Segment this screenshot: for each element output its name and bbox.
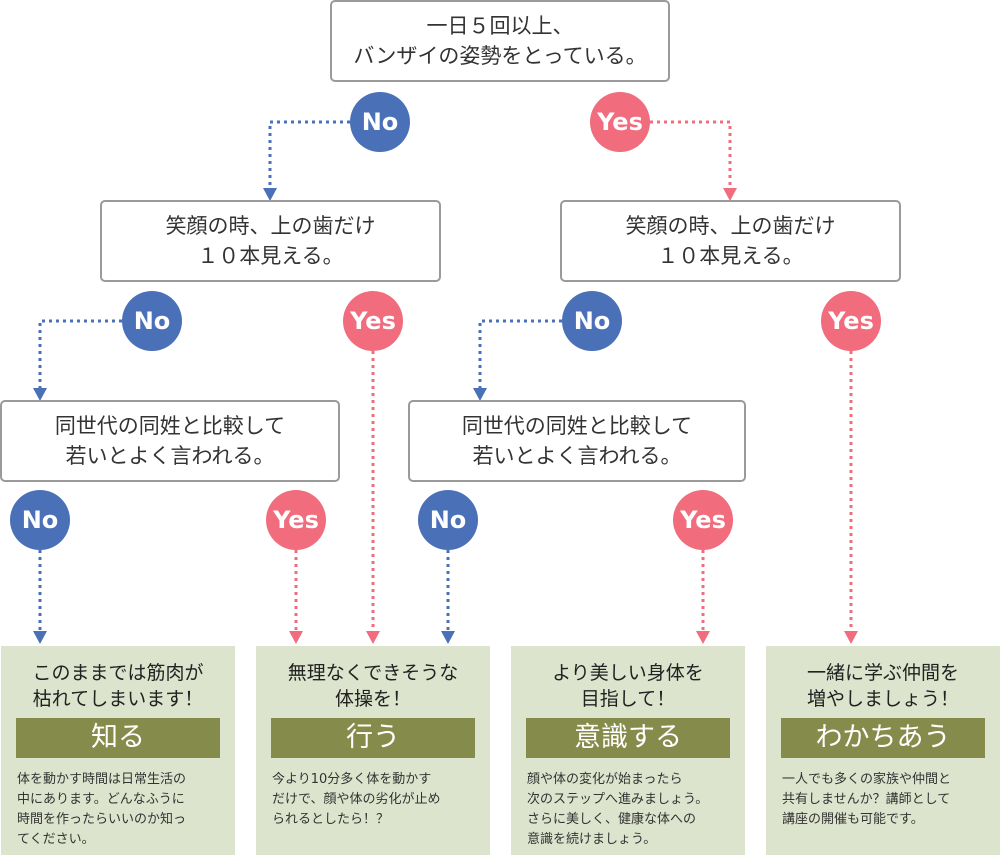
result-2-title-line1: 無理なくできそうな (287, 662, 459, 684)
result-2-desc-line: だけで、顔や体の劣化が止め (272, 792, 441, 807)
question-2-left-line2: １０本見える。 (197, 244, 344, 268)
answer-yes-q2-left: Yes (343, 291, 403, 351)
result-1-title-line1: このままでは筋肉が (32, 662, 204, 684)
result-2-description: 今より10分多く体を動かす だけで、顔や体の劣化が止め られるとしたら！？ (272, 770, 482, 830)
result-1-title: このままでは筋肉が 枯れてしまいます！ (1, 660, 235, 712)
answer-yes-q2-right: Yes (821, 291, 881, 351)
result-3-desc-line: 意識を続けましょう。 (527, 832, 657, 847)
result-box-2: 無理なくできそうな 体操を！ 行う 今より10分多く体を動かす だけで、顔や体の… (256, 646, 490, 855)
question-2-right: 笑顔の時、上の歯だけ １０本見える。 (560, 200, 901, 282)
question-2-right-line1: 笑顔の時、上の歯だけ (625, 214, 836, 238)
question-1: 一日５回以上、 バンザイの姿勢をとっている。 (330, 0, 670, 82)
result-1-label: 知る (16, 718, 220, 758)
result-1-desc-line: 体を動かす時間は日常生活の (17, 772, 187, 787)
question-2-right-line2: １０本見える。 (657, 244, 804, 268)
result-3-title: より美しい身体を 目指して！ (511, 660, 745, 712)
result-1-desc-line: てください。 (17, 832, 95, 847)
result-3-description: 顔や体の変化が始まったら 次のステップへ進みましょう。 さらに美しく、健康な体へ… (527, 770, 737, 850)
question-2-left-line1: 笑顔の時、上の歯だけ (165, 214, 376, 238)
answer-no-q3-left: No (10, 490, 70, 550)
arrowhead-icon (441, 631, 455, 644)
question-3-left-line2: 若いとよく言われる。 (65, 444, 275, 468)
answer-no-q2-right: No (562, 291, 622, 351)
arrowhead-icon (473, 388, 487, 401)
result-3-title-line2: 目指して！ (580, 688, 676, 710)
result-box-4: 一緒に学ぶ仲間を 増やしましょう！ わかちあう 一人でも多くの家族や仲間と 共有… (766, 646, 1000, 855)
result-2-title: 無理なくできそうな 体操を！ (256, 660, 490, 712)
connector-q2r-no (478, 319, 562, 390)
answer-no-q2-left: No (122, 291, 182, 351)
result-2-title-line2: 体操を！ (334, 688, 411, 710)
result-1-title-line2: 枯れてしまいます！ (32, 688, 204, 710)
result-box-1: このままでは筋肉が 枯れてしまいます！ 知る 体を動かす時間は日常生活の 中にあ… (1, 646, 235, 855)
result-4-desc-line: 共有しませんか？講師として (782, 792, 951, 807)
result-4-title-line1: 一緒に学ぶ仲間を (806, 662, 959, 684)
question-1-line2: バンザイの姿勢をとっている。 (353, 44, 647, 68)
question-1-line1: 一日５回以上、 (426, 14, 574, 38)
result-2-label: 行う (271, 718, 475, 758)
result-4-title: 一緒に学ぶ仲間を 増やしましょう！ (766, 660, 1000, 712)
result-box-3: より美しい身体を 目指して！ 意識する 顔や体の変化が始まったら 次のステップへ… (511, 646, 745, 855)
answer-yes-q3-right: Yes (673, 490, 733, 550)
arrowhead-icon (289, 631, 303, 644)
connector-q2l-no (38, 319, 122, 390)
result-4-title-line2: 増やしましょう！ (806, 688, 959, 710)
arrowhead-icon (696, 631, 710, 644)
arrowhead-icon (723, 188, 737, 201)
arrowhead-icon (844, 631, 858, 644)
answer-no-q3-right: No (418, 490, 478, 550)
arrowhead-icon (33, 631, 47, 644)
result-4-desc-line: 一人でも多くの家族や仲間と (782, 772, 952, 787)
result-3-desc-line: さらに美しく、健康な体への (527, 812, 697, 827)
question-3-right-line2: 若いとよく言われる。 (472, 444, 682, 468)
result-1-desc-line: 時間を作ったらいいのか知っ (17, 812, 187, 827)
answer-yes-q3-left: Yes (266, 490, 326, 550)
arrowhead-icon (263, 188, 277, 201)
result-3-desc-line: 次のステップへ進みましょう。 (527, 792, 709, 807)
result-3-title-line1: より美しい身体を (552, 662, 704, 684)
result-2-desc-line: られるとしたら！？ (272, 812, 390, 827)
result-1-desc-line: 中にあります。どんなふうに (17, 792, 185, 807)
question-3-left-line1: 同世代の同姓と比較して (54, 414, 286, 438)
result-1-description: 体を動かす時間は日常生活の 中にあります。どんなふうに 時間を作ったらいいのか知… (17, 770, 227, 850)
answer-no-q1: No (350, 92, 410, 152)
result-4-description: 一人でも多くの家族や仲間と 共有しませんか？講師として 講座の開催も可能です。 (782, 770, 992, 830)
connector-q1-yes (650, 120, 732, 190)
arrowhead-icon (33, 388, 47, 401)
question-3-right: 同世代の同姓と比較して 若いとよく言われる。 (408, 400, 746, 482)
result-2-desc-line: 今より10分多く体を動かす (272, 772, 432, 787)
result-3-label: 意識する (526, 718, 730, 758)
result-4-desc-line: 講座の開催も可能です。 (782, 812, 924, 827)
result-4-label: わかちあう (781, 718, 985, 758)
question-3-right-line1: 同世代の同姓と比較して (461, 414, 693, 438)
question-3-left: 同世代の同姓と比較して 若いとよく言われる。 (0, 400, 340, 482)
arrowhead-icon (366, 631, 380, 644)
answer-yes-q1: Yes (590, 92, 650, 152)
question-2-left: 笑顔の時、上の歯だけ １０本見える。 (100, 200, 441, 282)
connector-q1-no (268, 120, 350, 190)
result-3-desc-line: 顔や体の変化が始まったら (527, 772, 683, 787)
